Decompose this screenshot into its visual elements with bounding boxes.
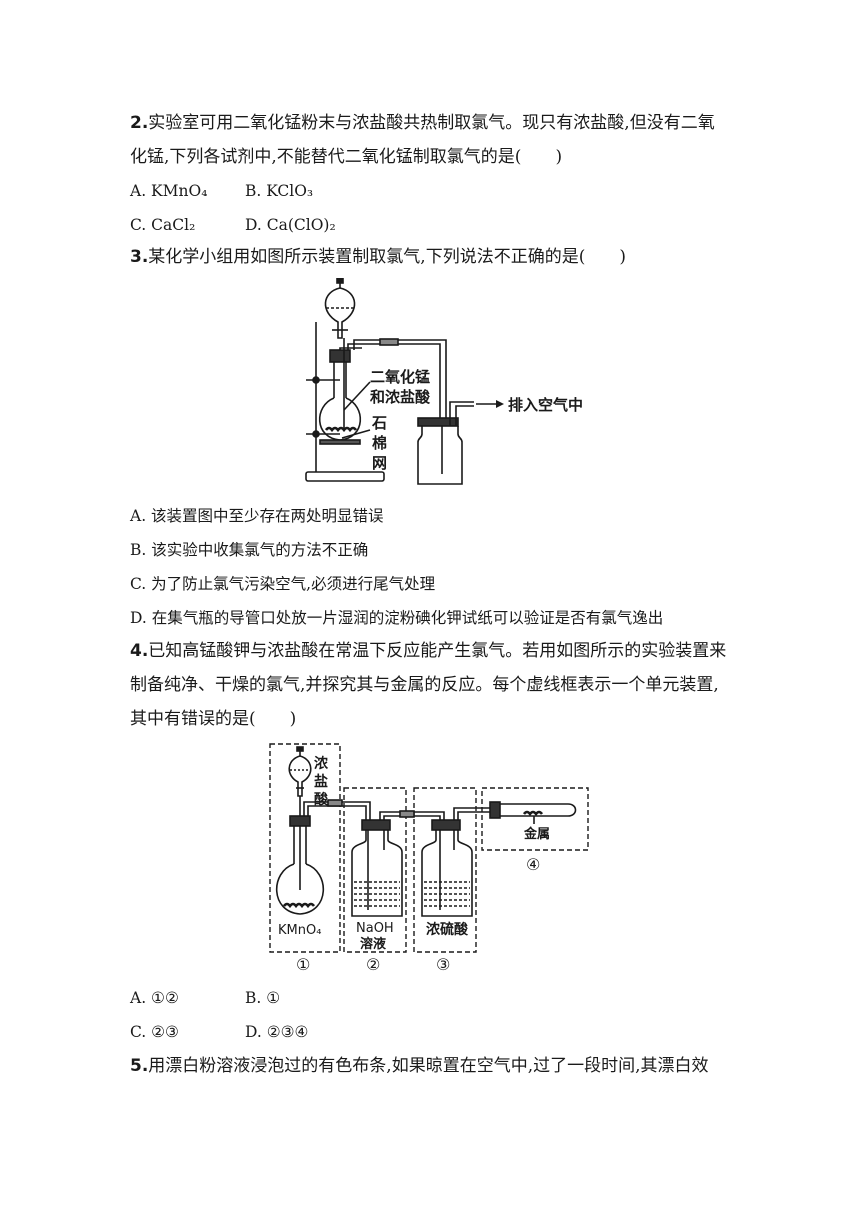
q2-text-1: 实验室可用二氧化锰粉末与浓盐酸共热制取氯气。现只有浓盐酸,但没有二氧 (148, 113, 715, 133)
q3-option-b: B. 该实验中收集氯气的方法不正确 (130, 541, 369, 559)
rubber-tube-connector (379, 338, 399, 346)
q4-option-c: C. ②③ (130, 1023, 179, 1041)
q5-number: 5. (130, 1056, 149, 1076)
q4-line-2: 制备纯净、干燥的氯气,并探究其与金属的反应。每个虚线框表示一个单元装置, (130, 675, 719, 695)
q4-unit-4-label: ④ (526, 855, 540, 874)
q2-line-2: 化锰,下列各试剂中,不能替代二氧化锰制取氯气的是( ) (130, 147, 563, 167)
gas-collecting-bottle (417, 426, 463, 485)
q2-option-d: D. Ca(ClO)₂ (245, 216, 336, 234)
q5-line-1: 5.用漂白粉溶液浸泡过的有色布条,如果晾置在空气中,过了一段时间,其漂白效 (130, 1055, 709, 1077)
q4-option-d: D. ②③④ (245, 1023, 309, 1041)
q4-text-1: 已知高锰酸钾与浓盐酸在常温下反应能产生氯气。若用如图所示的实验装置来 (148, 641, 727, 661)
q4-acid-label-1: 浓 (314, 755, 329, 772)
q4-apparatus-figure: 浓 盐 酸 KMnO₄ NaOH 溶液 浓硫酸 金属 ① ② ③ ④ (269, 743, 589, 974)
q4-metal-label: 金属 (523, 826, 550, 842)
q4-unit-1-label: ① (296, 955, 310, 974)
q2-option-a: A. KMnO₄ (130, 182, 208, 200)
q3-gauze-label-1: 石 (371, 414, 387, 432)
q4-acid-label-3: 酸 (314, 791, 329, 808)
naoh-bottle (351, 830, 403, 917)
q5-text-1: 用漂白粉溶液浸泡过的有色布条,如果晾置在空气中,过了一段时间,其漂白效 (148, 1056, 709, 1076)
unit-frame-2 (343, 787, 407, 953)
q3-option-a: A. 该装置图中至少存在两处明显错误 (130, 507, 384, 525)
q2-line-1: 2.实验室可用二氧化锰粉末与浓盐酸共热制取氯气。现只有浓盐酸,但没有二氧 (130, 112, 715, 134)
q3-number: 3. (130, 247, 149, 267)
test-tube (500, 803, 577, 817)
separatory-funnel (324, 287, 356, 339)
q4-number: 4. (130, 641, 149, 661)
q2-option-b: B. KClO₃ (245, 182, 314, 200)
q3-apparatus-figure: 排入空气中 二氧化锰 和浓盐酸 石 棉 网 (305, 278, 583, 485)
q3-gauze-label-3: 网 (372, 454, 387, 472)
unit-frame-3 (413, 787, 477, 953)
q4-naoh-label-2: 溶液 (360, 936, 386, 952)
q4-naoh-label-1: NaOH (356, 921, 394, 936)
q3-outlet-label: 排入空气中 (508, 396, 583, 414)
q4-flask-label: KMnO₄ (278, 923, 321, 938)
q4-line-3: 其中有错误的是( ) (130, 709, 297, 729)
sulfuric-acid-bottle (421, 830, 473, 917)
q3-line-1: 3.某化学小组用如图所示装置制取氯气,下列说法不正确的是( ) (130, 246, 626, 268)
q4-acid-label-2: 盐 (314, 773, 328, 790)
q3-option-c: C. 为了防止氯气污染空气,必须进行尾气处理 (130, 575, 436, 593)
q3-gauze-label-2: 棉 (372, 434, 387, 452)
q4-unit-2-label: ② (366, 955, 380, 974)
stand-base (305, 471, 385, 482)
q4-option-a: A. ①② (130, 989, 179, 1007)
q4-option-b: B. ① (245, 989, 281, 1007)
q4-line-1: 4.已知高锰酸钾与浓盐酸在常温下反应能产生氯气。若用如图所示的实验装置来 (130, 640, 726, 662)
q2-number: 2. (130, 113, 149, 133)
reaction-flask (275, 863, 325, 915)
q3-option-d: D. 在集气瓶的导管口处放一片湿润的淀粉碘化钾试纸可以验证是否有氯气逸出 (130, 609, 664, 627)
q4-h2so4-label: 浓硫酸 (426, 921, 469, 938)
q3-reagent-label-2: 和浓盐酸 (370, 388, 431, 406)
q3-reagent-label-1: 二氧化锰 (370, 368, 430, 386)
unit-frame-1 (269, 743, 341, 953)
q4-unit-3-label: ③ (436, 955, 450, 974)
unit-frame-4 (481, 787, 589, 851)
q3-text-1: 某化学小组用如图所示装置制取氯气,下列说法不正确的是( ) (148, 247, 626, 267)
q2-option-c: C. CaCl₂ (130, 216, 196, 234)
